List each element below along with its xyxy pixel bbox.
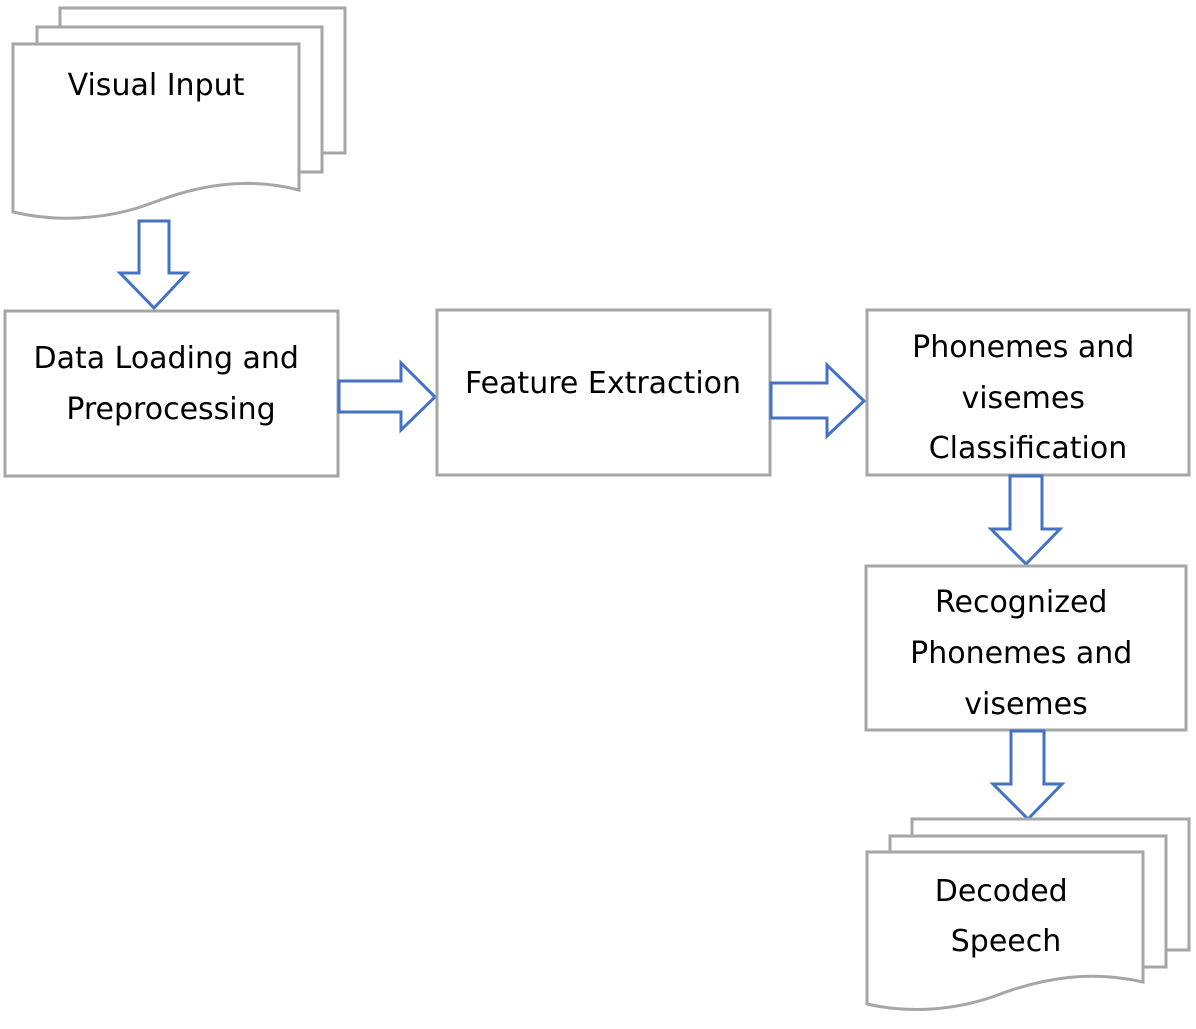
classification-line-1: Phonemes and [912, 330, 1134, 365]
classification-line-3: Classification [929, 431, 1128, 466]
recognized-label: Recognized Phonemes and visemes [910, 585, 1142, 722]
recognized-line-1: Recognized [935, 585, 1107, 620]
classification-line-2: visemes [961, 381, 1085, 416]
data-loading-label: Data Loading and Preprocessing [33, 341, 308, 427]
classification-node: Phonemes and visemes Classification [865, 308, 1191, 477]
recognized-line-3: visemes [964, 687, 1088, 722]
arrow-right-feature-to-classification [769, 361, 867, 440]
data-loading-line-1: Data Loading and [33, 341, 299, 376]
data-loading-node: Data Loading and Preprocessing [3, 309, 340, 478]
arrow-down-classification-to-recognized [987, 474, 1064, 567]
feature-extraction-node: Feature Extraction [435, 308, 772, 477]
visual-input-line-1: Visual Input [68, 68, 245, 103]
feature-extraction-label: Feature Extraction [465, 366, 741, 401]
arrow-down-visual-to-loading [116, 219, 191, 311]
recognized-box [864, 564, 1188, 732]
classification-label: Phonemes and visemes Classification [912, 330, 1144, 466]
classification-box [865, 308, 1191, 477]
visual-input-page-front [11, 42, 301, 220]
visual-input-node: Visual Input [11, 6, 347, 220]
data-loading-box [3, 309, 340, 478]
decoded-speech-line-2: Speech [951, 924, 1062, 959]
decoded-speech-page-front [865, 850, 1145, 1011]
feature-extraction-line-1: Feature Extraction [465, 366, 741, 401]
visual-input-label: Visual Input [68, 68, 245, 103]
data-loading-line-2: Preprocessing [66, 392, 275, 427]
recognized-node: Recognized Phonemes and visemes [864, 564, 1188, 732]
arrow-down-recognized-to-decoded [989, 729, 1066, 822]
decoded-speech-line-1: Decoded [935, 874, 1068, 909]
decoded-speech-node: Decoded Speech [865, 817, 1191, 1011]
arrow-right-loading-to-feature [337, 359, 438, 434]
decoded-speech-label: Decoded Speech [935, 874, 1078, 959]
recognized-line-2: Phonemes and [910, 636, 1132, 671]
